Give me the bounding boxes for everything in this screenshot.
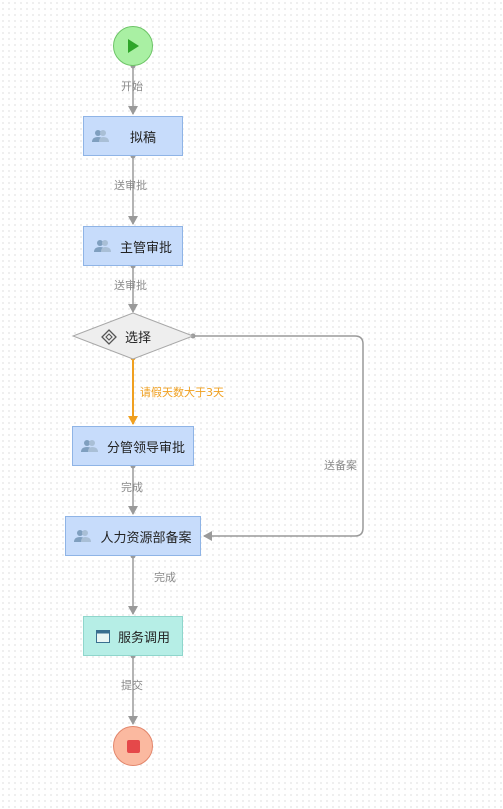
- task-division-leader-approval[interactable]: 分管领导审批: [72, 426, 194, 466]
- user-group-icon: [80, 439, 99, 453]
- task-service-call-label: 服务调用: [117, 630, 170, 646]
- task-division-leader-approval-label: 分管领导审批: [106, 440, 185, 456]
- play-icon: [128, 39, 139, 53]
- user-group-icon: [74, 529, 92, 543]
- gateway-icon: [101, 328, 117, 345]
- task-manager-approval-label: 主管审批: [119, 240, 172, 256]
- user-group-icon: [92, 129, 110, 143]
- edge-label-start: 开始: [121, 80, 143, 93]
- gateway-select[interactable]: 选择: [101, 327, 151, 346]
- end-event[interactable]: [113, 726, 153, 766]
- task-service-call[interactable]: 服务调用: [83, 616, 183, 656]
- edge-label-to-filing: 送备案: [324, 459, 357, 472]
- user-group-icon: [93, 239, 112, 253]
- start-event[interactable]: [113, 26, 153, 66]
- edge-label-complete-1: 完成: [121, 481, 143, 494]
- exclusive-gateway-shape[interactable]: [71, 312, 195, 360]
- edge-label-to-review-1: 送审批: [114, 179, 147, 192]
- edge-to-filing[interactable]: [193, 335, 364, 541]
- task-manager-approval[interactable]: 主管审批: [83, 226, 183, 266]
- task-draft[interactable]: 拟稿: [83, 116, 183, 156]
- edge-label-submit: 提交: [121, 679, 143, 692]
- service-window-icon: [95, 629, 110, 643]
- stop-icon: [126, 739, 140, 753]
- edge-label-to-review-2: 送审批: [114, 279, 147, 292]
- gateway-label: 选择: [125, 331, 152, 346]
- task-hr-filing[interactable]: 人力资源部备案: [65, 516, 201, 556]
- edge-label-leave-over-3: 请假天数大于3天: [140, 386, 224, 399]
- edge-label-complete-2: 完成: [154, 571, 176, 584]
- task-draft-label: 拟稿: [129, 130, 156, 146]
- task-hr-filing-label: 人力资源部备案: [100, 530, 192, 546]
